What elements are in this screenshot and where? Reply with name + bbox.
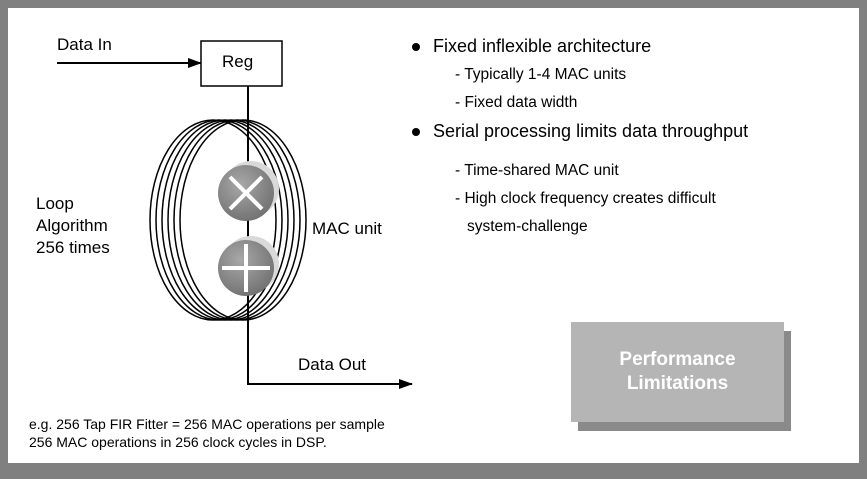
- reg-box: [200, 40, 283, 87]
- loop-label-line-3: 256 times: [36, 238, 110, 257]
- footnote-line-1: e.g. 256 Tap FIR Fitter = 256 MAC operat…: [29, 416, 385, 432]
- sub-bullet: - High clock frequency creates difficult: [455, 190, 716, 207]
- loop-label-line-2: Algorithm: [36, 216, 108, 235]
- mac-unit-label: MAC unit: [312, 219, 382, 238]
- bullet-text: Fixed inflexible architecture: [433, 36, 652, 56]
- data-out-label: Data Out: [298, 355, 367, 374]
- add-icon: [218, 236, 279, 296]
- data-in-label: Data In: [57, 35, 112, 54]
- bullet-dot: [412, 43, 420, 51]
- loop-label-line-1: Loop: [36, 194, 74, 213]
- sub-bullet: - Typically 1-4 MAC units: [455, 66, 627, 83]
- sub-bullet: - Time-shared MAC unit: [455, 162, 619, 179]
- sub-bullet: - Fixed data width: [455, 94, 578, 111]
- reg-label: Reg: [222, 52, 254, 71]
- loop-coil: [149, 119, 307, 321]
- callout-line-2: Limitations: [626, 373, 729, 394]
- multiply-icon: [218, 161, 279, 221]
- footnote-line-2: 256 MAC operations in 256 clock cycles i…: [29, 434, 327, 450]
- sub-bullet: system-challenge: [467, 218, 588, 235]
- bullet-dot: [412, 128, 420, 136]
- performance-callout: Performance Limitations: [571, 322, 784, 422]
- bullet-text: Serial processing limits data throughput: [433, 121, 749, 141]
- callout-line-1: Performance: [619, 349, 736, 370]
